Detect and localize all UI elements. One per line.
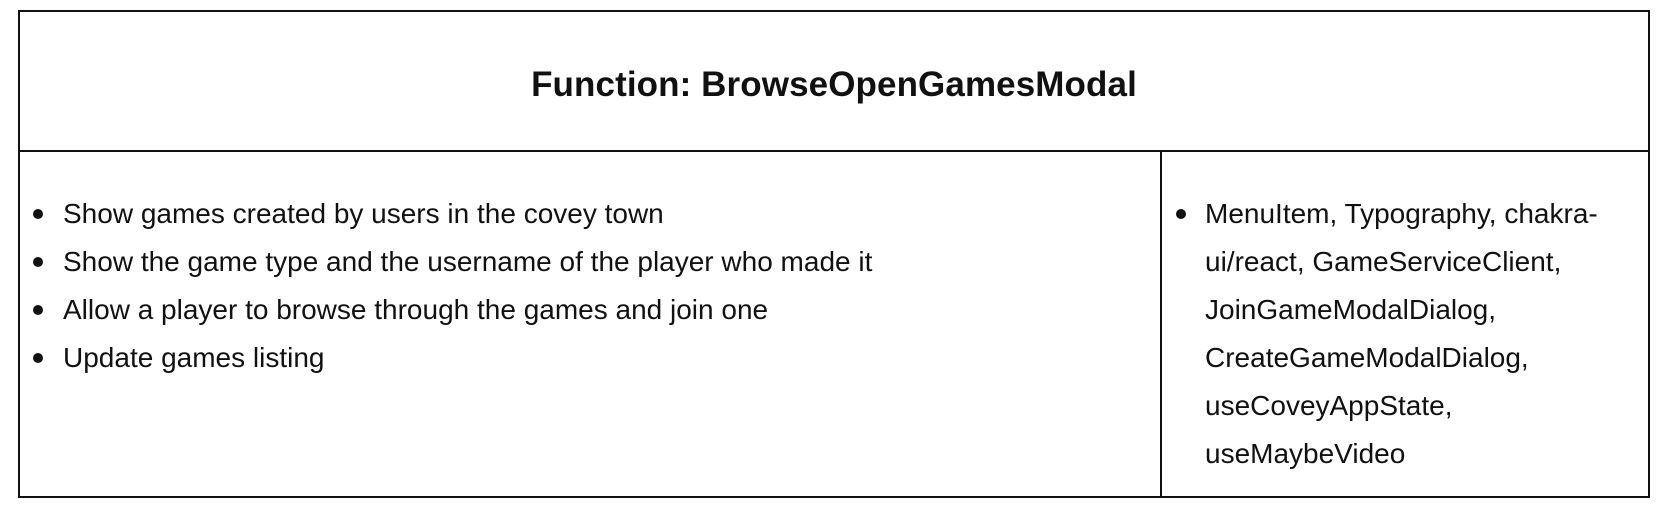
collaborators-column: MenuItem, Typography, chakra-ui/react, G…	[1162, 152, 1648, 496]
responsibility-text: Show the game type and the username of t…	[63, 246, 873, 277]
bullet-icon	[33, 257, 43, 267]
crc-card: Function: BrowseOpenGamesModal Show game…	[18, 10, 1650, 498]
card-body: Show games created by users in the covey…	[20, 152, 1648, 496]
responsibility-item: Show games created by users in the covey…	[20, 190, 1160, 238]
bullet-icon	[33, 353, 43, 363]
bullet-icon	[33, 305, 43, 315]
collaborators-text: MenuItem, Typography, chakra-ui/react, G…	[1205, 198, 1598, 469]
responsibility-item: Allow a player to browse through the gam…	[20, 286, 1160, 334]
responsibility-text: Update games listing	[63, 342, 325, 373]
responsibilities-list: Show games created by users in the covey…	[20, 190, 1160, 382]
bullet-icon	[1176, 209, 1186, 219]
collaborator-item: MenuItem, Typography, chakra-ui/react, G…	[1162, 190, 1648, 478]
bullet-icon	[33, 209, 43, 219]
collaborators-list: MenuItem, Typography, chakra-ui/react, G…	[1162, 190, 1648, 478]
function-title: Function: BrowseOpenGamesModal	[531, 65, 1137, 104]
responsibility-item: Update games listing	[20, 334, 1160, 382]
responsibility-text: Show games created by users in the covey…	[63, 198, 664, 229]
card-header: Function: BrowseOpenGamesModal	[20, 12, 1648, 152]
responsibility-item: Show the game type and the username of t…	[20, 238, 1160, 286]
responsibility-text: Allow a player to browse through the gam…	[63, 294, 769, 325]
responsibilities-column: Show games created by users in the covey…	[20, 152, 1162, 496]
